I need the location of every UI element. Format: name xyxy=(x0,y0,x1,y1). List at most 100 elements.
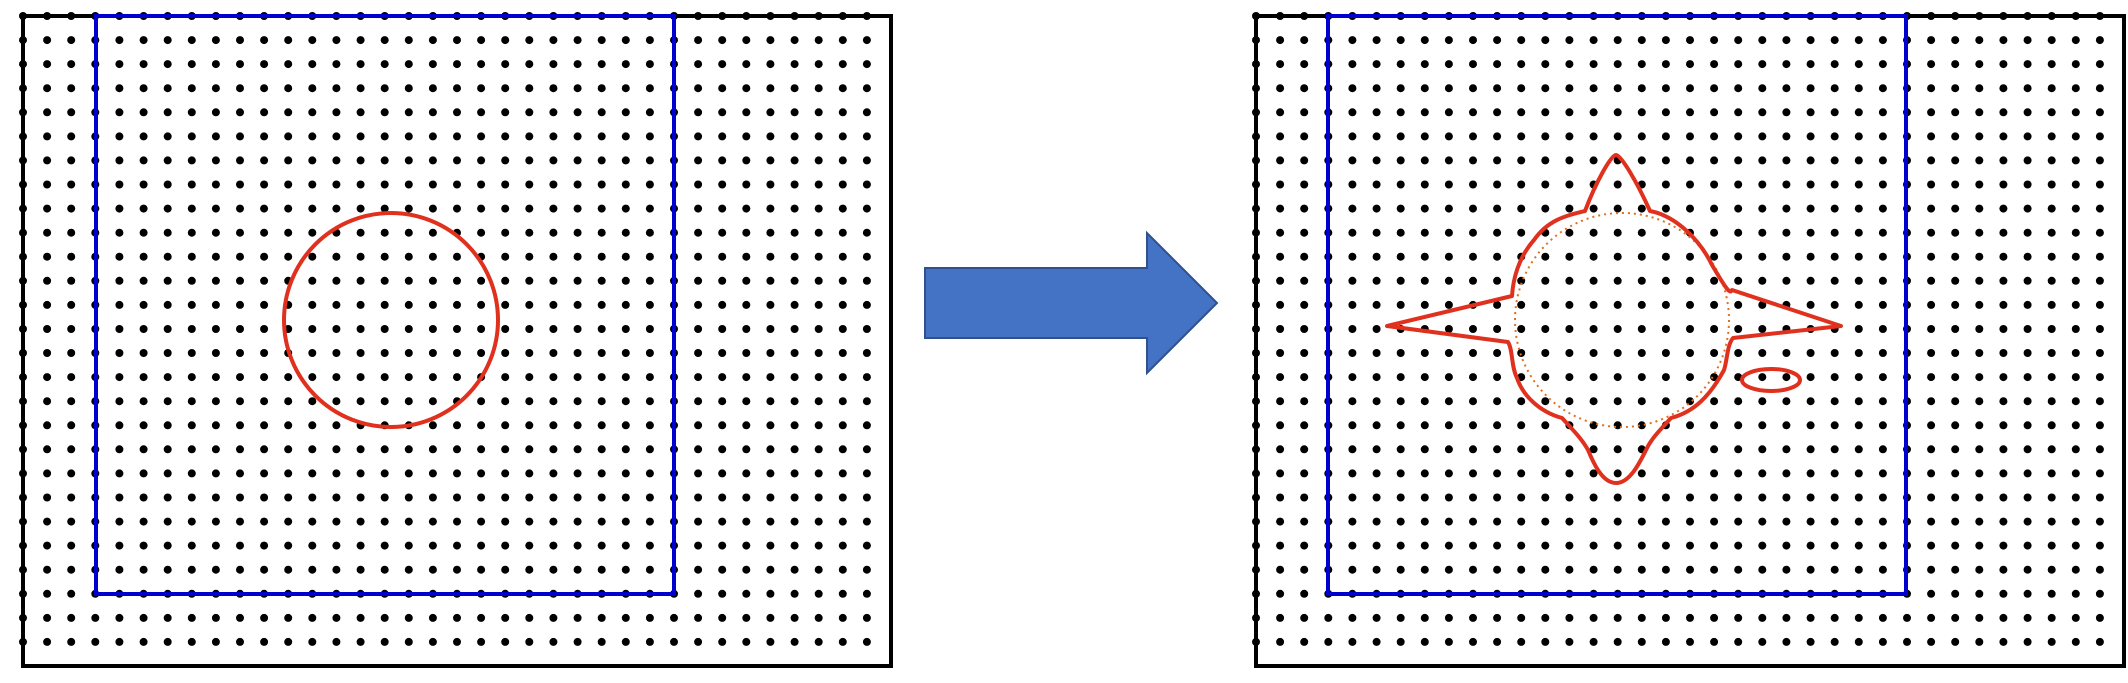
grid-dot xyxy=(428,373,437,382)
grid-dot xyxy=(2095,373,2104,382)
grid-dot xyxy=(453,108,461,117)
grid-dot xyxy=(1493,60,1502,69)
grid-dot xyxy=(139,397,148,406)
grid-dot xyxy=(1661,325,1670,333)
grid-dot xyxy=(862,517,871,526)
grid-dot xyxy=(597,445,606,454)
grid-dot xyxy=(1276,565,1285,574)
grid-dot xyxy=(1372,156,1381,165)
grid-dot xyxy=(1420,565,1429,574)
grid-dot xyxy=(1300,589,1309,598)
grid-dot xyxy=(115,252,124,261)
grid-dot xyxy=(1854,565,1863,574)
grid-dot xyxy=(1372,637,1381,646)
grid-dot xyxy=(1517,517,1526,526)
grid-dot xyxy=(766,325,775,333)
grid-dot xyxy=(1758,637,1767,646)
grid-dot xyxy=(1541,60,1550,69)
grid-dot xyxy=(573,108,582,117)
grid-dot xyxy=(742,565,751,574)
grid-dot xyxy=(1276,156,1285,165)
grid-dot xyxy=(1782,373,1791,382)
grid-dot xyxy=(1589,541,1598,550)
grid-dot xyxy=(477,276,486,285)
grid-dot xyxy=(1927,493,1936,502)
grid-dot xyxy=(501,445,510,454)
grid-dot xyxy=(1589,373,1598,382)
grid-dot xyxy=(1300,421,1309,430)
grid-dot xyxy=(1830,180,1839,189)
grid-dot xyxy=(1637,397,1646,406)
grid-dot xyxy=(1420,60,1429,69)
grid-dot xyxy=(1613,84,1622,93)
grid-dot xyxy=(1782,60,1791,69)
grid-dot xyxy=(356,541,365,550)
inner-box xyxy=(94,14,676,596)
grid-dot xyxy=(211,325,220,333)
grid-dot xyxy=(1637,517,1646,526)
grid-dot xyxy=(1541,613,1550,622)
grid-dot xyxy=(1734,36,1743,45)
grid-dot xyxy=(1372,541,1381,550)
grid-dot xyxy=(1396,300,1405,309)
grid-dot xyxy=(1782,445,1791,454)
grid-dot xyxy=(1589,84,1598,93)
grid-dot xyxy=(1517,300,1526,309)
grid-dot xyxy=(1420,132,1429,141)
grid-dot xyxy=(163,421,172,430)
grid-dot xyxy=(380,108,389,117)
grid-dot xyxy=(67,276,76,285)
grid-dot xyxy=(742,469,751,478)
grid-dot xyxy=(1975,276,1984,285)
grid-dot xyxy=(501,156,510,165)
grid-dot xyxy=(404,84,413,93)
grid-dot xyxy=(645,469,654,478)
grid-dot xyxy=(1613,180,1622,189)
grid-dot xyxy=(1854,493,1863,502)
grid-dot xyxy=(139,349,148,357)
grid-dot xyxy=(2023,517,2032,526)
grid-dot xyxy=(332,373,341,382)
grid-dot xyxy=(1396,541,1405,550)
grid-dot xyxy=(766,493,775,502)
grid-dot xyxy=(838,276,847,285)
grid-dot xyxy=(2095,469,2104,478)
grid-dot xyxy=(2071,108,2080,117)
grid-dot xyxy=(260,349,269,357)
grid-dot xyxy=(139,180,148,189)
grid-dot xyxy=(1565,565,1574,574)
grid-dot xyxy=(742,397,751,406)
grid-dot xyxy=(1951,517,1960,526)
grid-dot xyxy=(1420,637,1429,646)
grid-dot xyxy=(1782,156,1791,165)
grid-dot xyxy=(477,228,486,237)
grid-dot xyxy=(1951,613,1960,622)
grid-dot xyxy=(1589,613,1598,622)
grid-dot xyxy=(1589,228,1598,237)
grid-dot xyxy=(742,204,751,213)
grid-dot xyxy=(477,397,486,406)
grid-dot xyxy=(1469,637,1477,646)
grid-dot xyxy=(1975,108,1984,117)
grid-dot xyxy=(718,565,727,574)
grid-dot xyxy=(838,637,847,646)
grid-dot xyxy=(1348,276,1357,285)
grid-dot xyxy=(43,300,52,309)
grid-dot xyxy=(1493,300,1502,309)
grid-dot xyxy=(477,349,486,357)
grid-dot xyxy=(1999,421,2008,430)
grid-dot xyxy=(1589,469,1598,478)
grid-dot xyxy=(1854,469,1863,478)
grid-dot xyxy=(1758,541,1767,550)
grid-dot xyxy=(187,60,196,69)
grid-dot xyxy=(1734,228,1743,237)
grid-dot xyxy=(163,108,172,117)
grid-dot xyxy=(139,613,148,622)
grid-dot xyxy=(2095,60,2104,69)
grid-dot xyxy=(477,469,486,478)
grid-dot xyxy=(453,613,461,622)
grid-dot xyxy=(67,108,76,117)
grid-dot xyxy=(1878,469,1887,478)
dot-grid xyxy=(19,12,871,646)
grid-dot xyxy=(1372,565,1381,574)
